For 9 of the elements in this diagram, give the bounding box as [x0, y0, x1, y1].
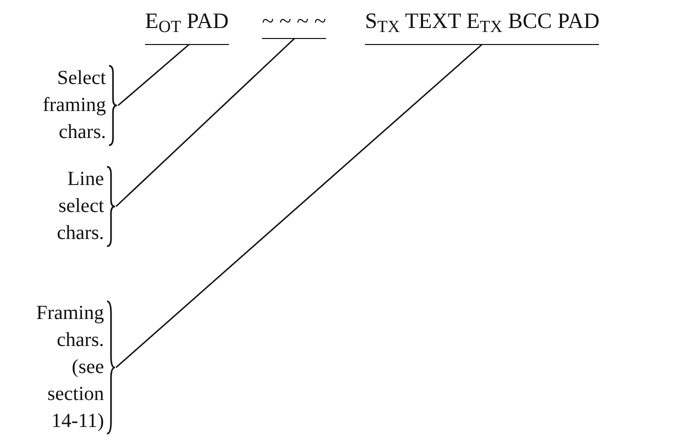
underlined-text: S$_{TX}$ TEXT E$_{TX}$ BCC PAD [365, 8, 600, 45]
underlined-text: E$_{OT}$ PAD [145, 8, 229, 45]
callout-text: Framing chars. (see section 14-11) [36, 301, 104, 434]
leader-line [116, 38, 296, 207]
underlined-text: ~ ~ ~ ~ [262, 8, 326, 39]
leader-line [118, 44, 190, 106]
leader-line [116, 44, 483, 368]
callout-text: Select framing chars. [42, 66, 106, 145]
callout-text: Line select chars. [56, 167, 104, 246]
